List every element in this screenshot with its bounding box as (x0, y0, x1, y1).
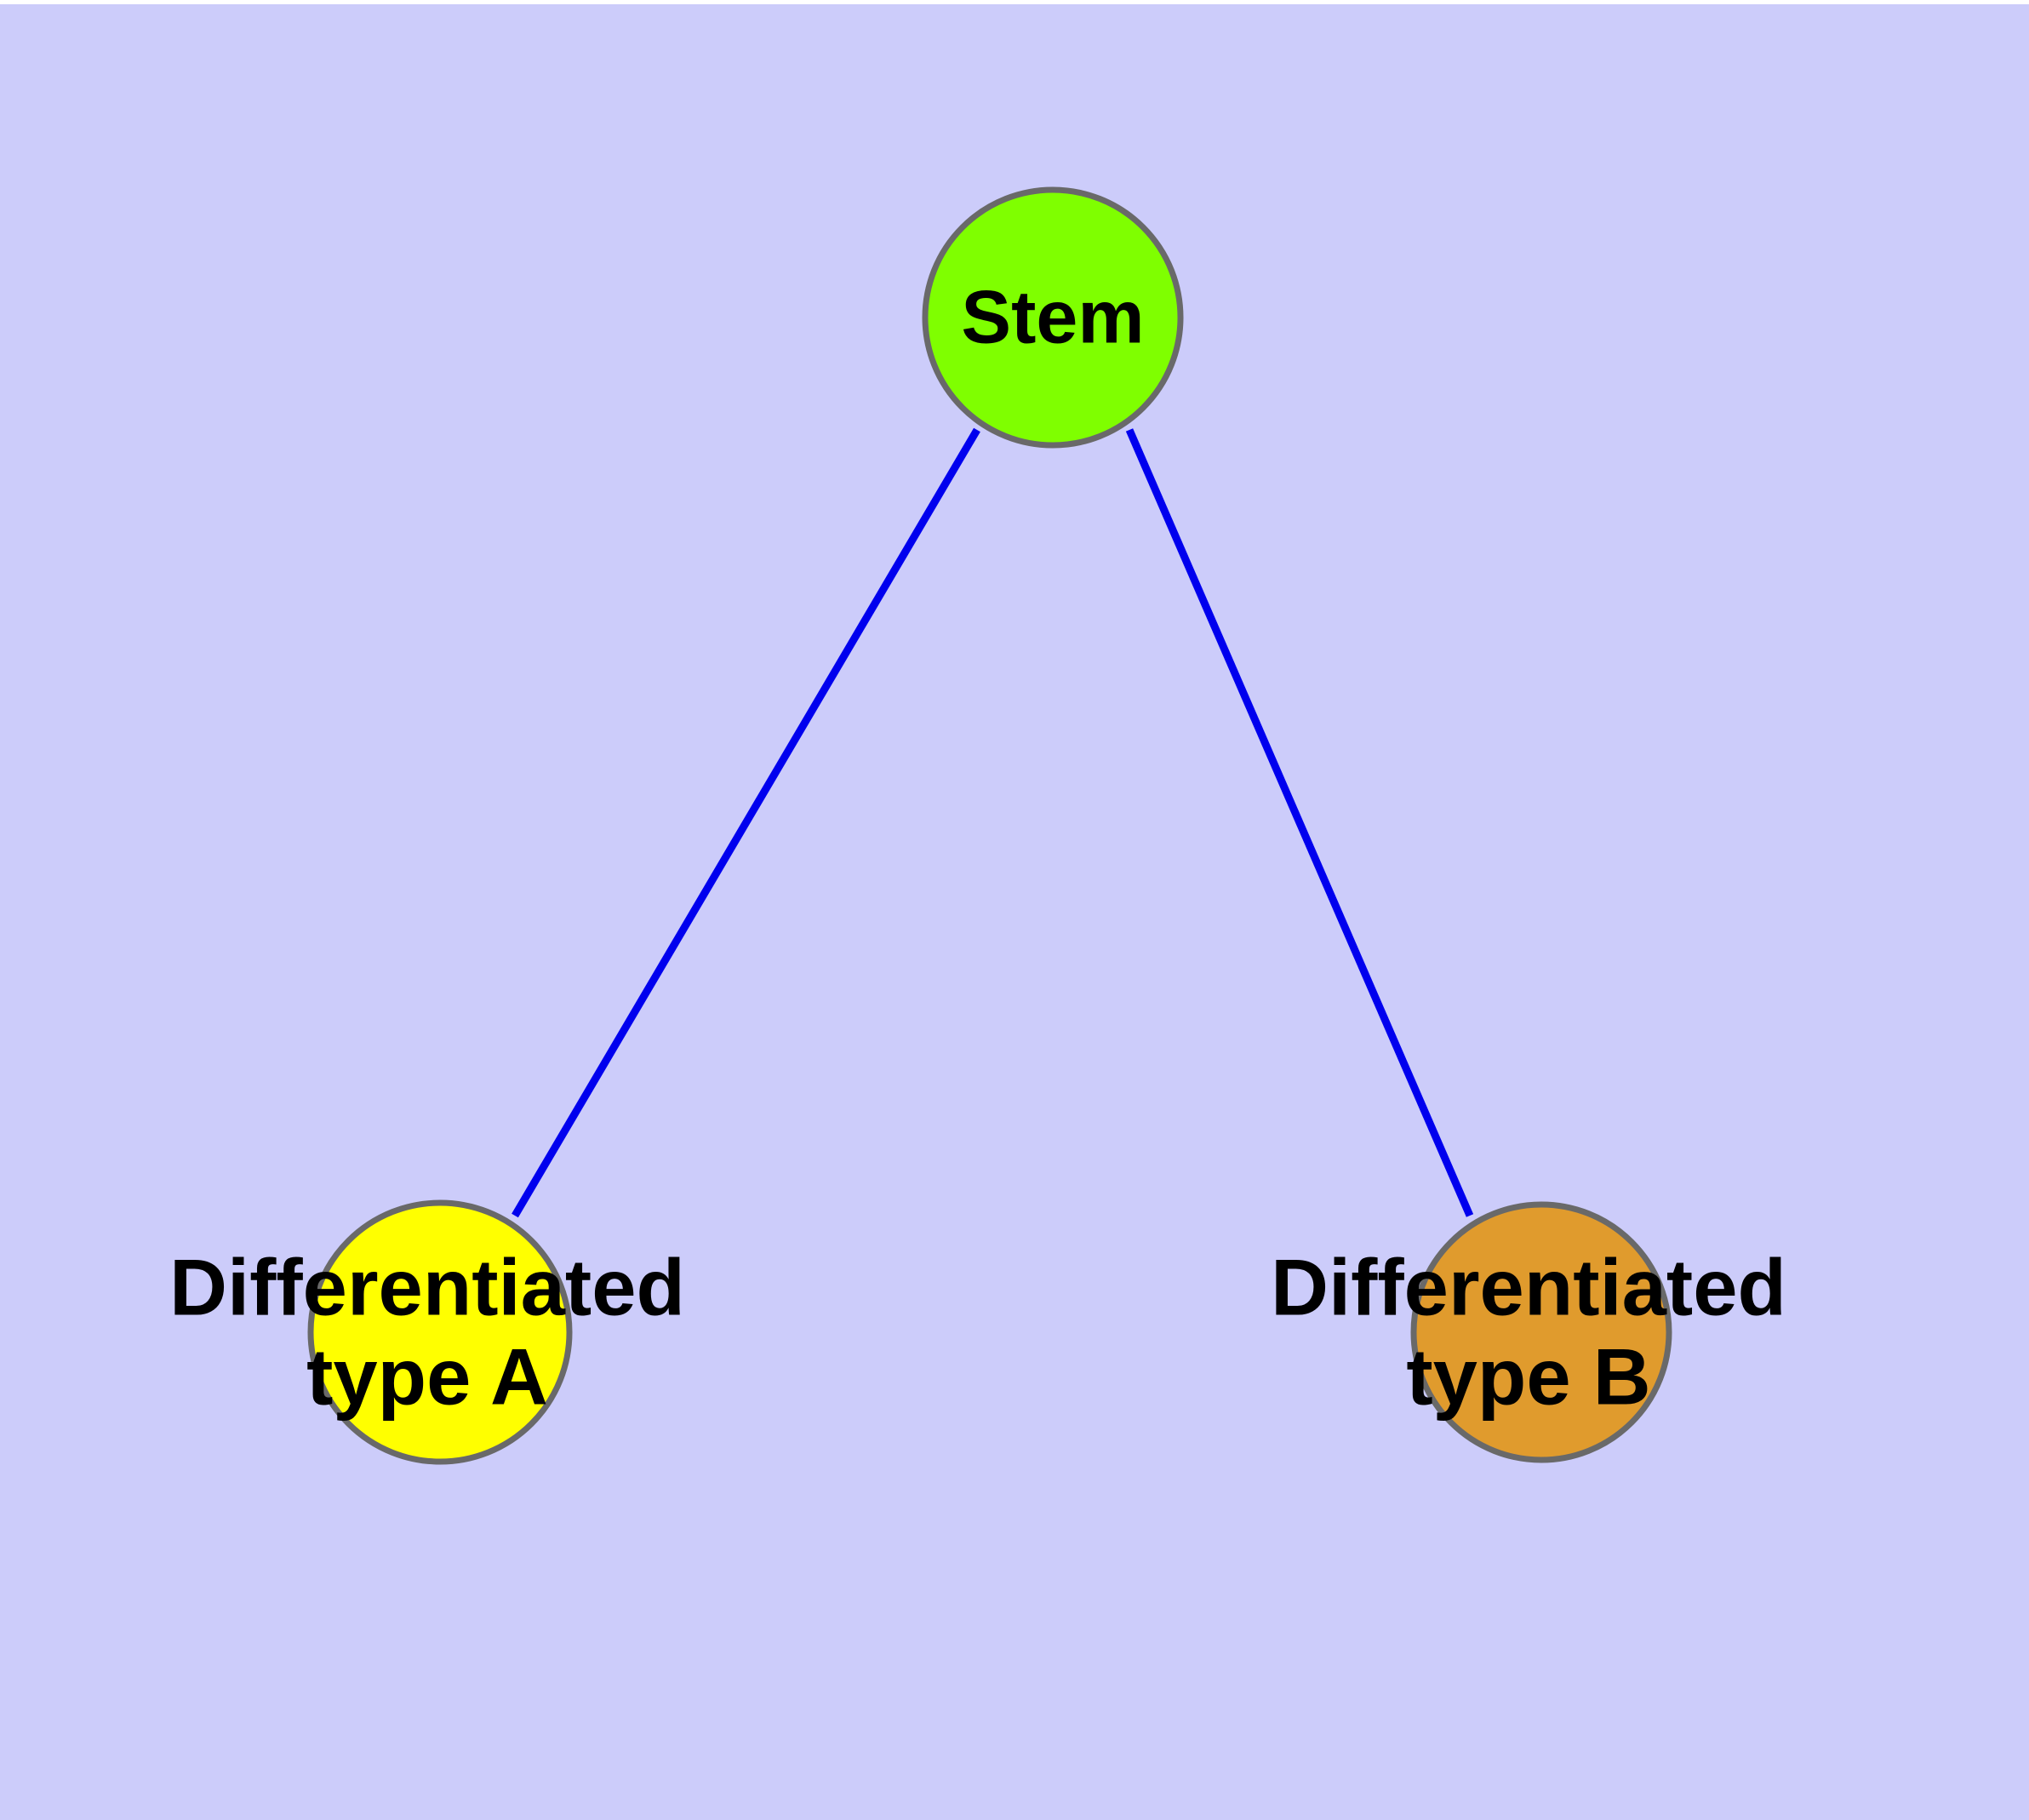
node-stem[interactable] (922, 186, 1184, 449)
edge-layer (512, 427, 1474, 1218)
edge-stem-to-differentiated-type-b[interactable] (1125, 428, 1474, 1217)
edge-stem-to-differentiated-type-a[interactable] (512, 427, 980, 1218)
node-differentiated-type-b[interactable] (1410, 1201, 1672, 1463)
node-layer (307, 186, 1672, 1465)
node-differentiated-type-a[interactable] (307, 1199, 573, 1465)
